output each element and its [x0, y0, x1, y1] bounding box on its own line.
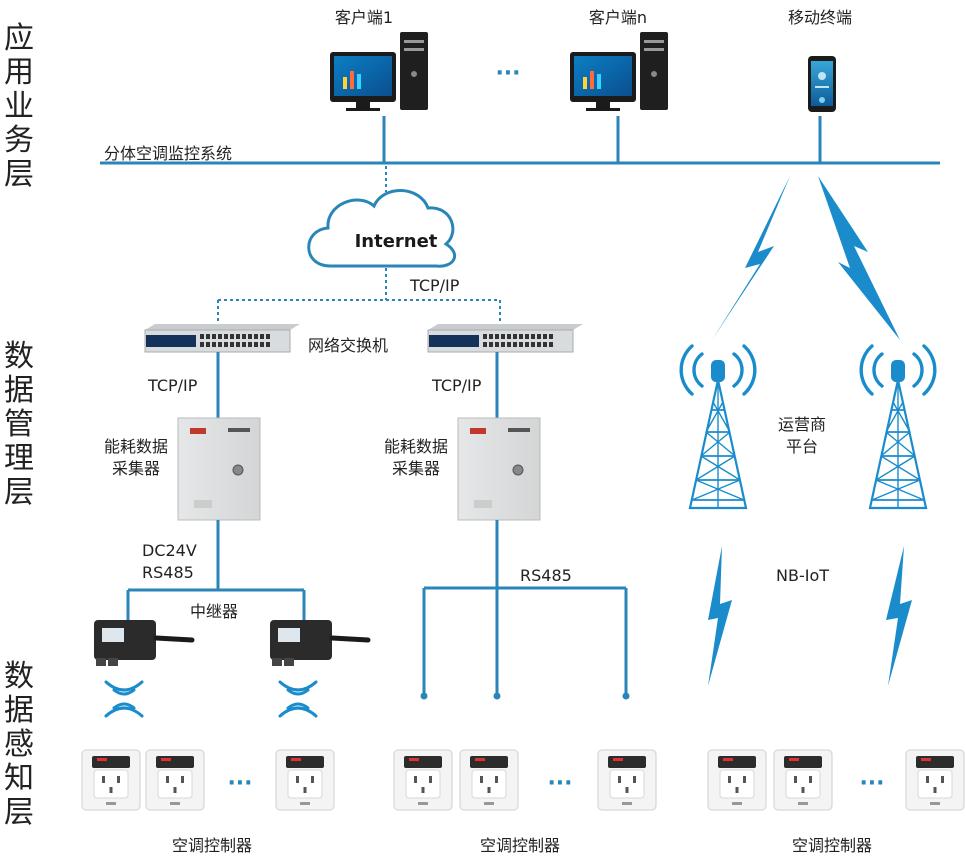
controller-socket	[459, 749, 519, 811]
controllers-group2-label: 空调控制器	[479, 836, 561, 855]
nbiot-bolt-left-icon	[708, 546, 732, 686]
operator-platform-label: 运营商 平台	[777, 415, 827, 456]
wireless-bolt-left-icon	[712, 176, 790, 340]
collector-right-icon	[457, 417, 541, 521]
repeater-right-icon	[270, 620, 368, 666]
dc24v-rs485-label: DC24V RS485	[142, 541, 197, 582]
controllers-ellipsis: ···	[227, 771, 252, 796]
network-switch-left-icon	[144, 324, 300, 353]
controller-socket	[393, 749, 453, 811]
system-bus-label: 分体空调监控系统	[104, 144, 233, 163]
internet-label: Internet	[355, 231, 438, 252]
cell-tower-left-icon	[679, 344, 757, 510]
rs485-node	[493, 692, 501, 700]
clients-ellipsis: ···	[495, 61, 520, 86]
rs485-node	[420, 692, 428, 700]
network-switch-right-icon	[427, 324, 583, 353]
controller-socket	[905, 749, 965, 811]
rs485-mid-label: RS485	[520, 566, 572, 585]
repeater-bus-line	[126, 588, 306, 622]
wireless-right-icon	[278, 680, 318, 718]
controller-socket	[597, 749, 657, 811]
clientn-label: 客户端n	[588, 8, 648, 27]
internet-cloud-icon	[307, 189, 457, 268]
rs485-node	[622, 692, 630, 700]
layer-data-management-label: 数据管理层	[4, 339, 34, 510]
tcpip-left-label: TCP/IP	[148, 376, 198, 395]
rs485-bus-line	[422, 586, 628, 696]
tcpip-dotted-bus	[217, 268, 501, 326]
client1-computer-icon	[330, 32, 428, 111]
controllers-group1-label: 空调控制器	[171, 836, 253, 855]
mobile-label: 移动终端	[787, 8, 853, 27]
collector-right-label: 能耗数据 采集器	[384, 437, 449, 478]
collector-left-icon	[177, 417, 261, 521]
nbiot-bolt-right-icon	[886, 546, 912, 686]
controllers-ellipsis: ···	[859, 771, 884, 796]
layer-data-sensing-label: 数据感知层	[4, 659, 34, 830]
client1-label: 客户端1	[334, 8, 394, 27]
collector-left-label: 能耗数据 采集器	[104, 437, 169, 478]
clientn-computer-icon	[570, 32, 668, 111]
repeater-left-icon	[94, 620, 192, 666]
nbiot-label: NB-IoT	[776, 566, 829, 585]
controller-socket	[81, 749, 141, 811]
controller-socket	[707, 749, 767, 811]
switch-label: 网络交换机	[308, 336, 389, 355]
controller-socket	[773, 749, 833, 811]
wireless-left-icon	[104, 680, 144, 718]
cell-tower-right-icon	[859, 344, 937, 510]
controllers-ellipsis: ···	[547, 771, 572, 796]
layer-application-label: 应用业务层	[4, 21, 34, 192]
tcpip-top-label: TCP/IP	[410, 276, 460, 295]
mobile-phone-icon	[808, 56, 836, 112]
controller-socket	[275, 749, 335, 811]
tcpip-right-label: TCP/IP	[432, 376, 482, 395]
controller-socket	[145, 749, 205, 811]
controllers-group3-label: 空调控制器	[791, 836, 873, 855]
wireless-bolt-right-icon	[818, 176, 900, 340]
repeater-label: 中继器	[190, 602, 239, 621]
